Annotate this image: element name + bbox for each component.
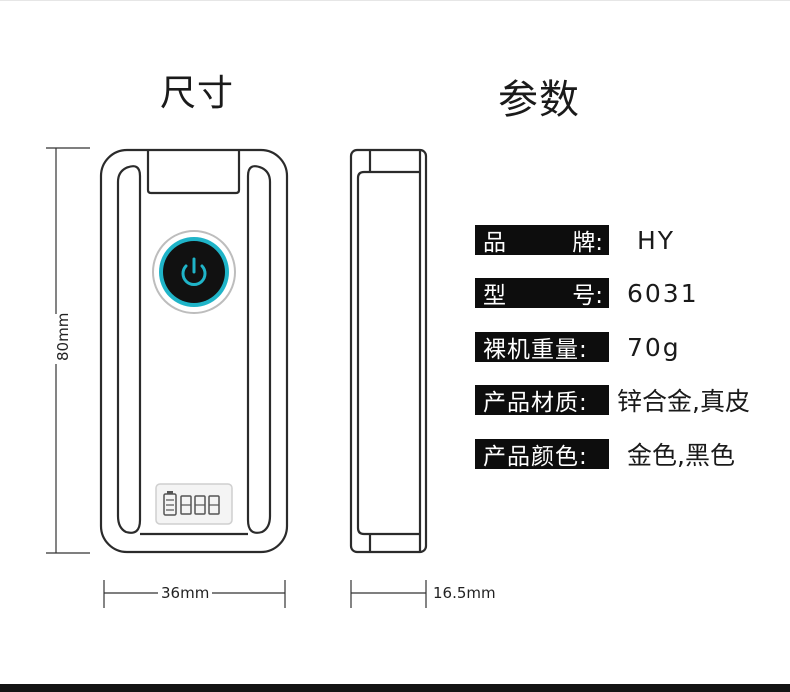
spec-row-color: 产品颜色: 金色,黑色	[475, 438, 735, 470]
spec-label-brand: 品 牌:	[475, 225, 609, 256]
spec-row-weight: 裸机重量: 70g	[475, 331, 681, 363]
power-icon	[181, 257, 207, 286]
spec-label-weight: 裸机重量:	[475, 332, 609, 363]
width-label: 36mm	[158, 584, 213, 602]
size-heading: 尺寸	[160, 73, 235, 114]
device-front-view	[99, 148, 289, 554]
depth-dimension	[350, 580, 427, 608]
power-button[interactable]	[152, 230, 236, 314]
spec-value-brand: HY	[637, 225, 676, 255]
spec-value-material: 锌合金,真皮	[617, 387, 750, 416]
spec-value-model: 6031	[627, 278, 699, 308]
spec-row-model: 型 号: 6031	[475, 277, 699, 309]
spec-label-model: 型 号:	[475, 278, 609, 309]
depth-label: 16.5mm	[430, 584, 499, 602]
top-divider	[0, 0, 790, 1]
params-heading: 参数	[498, 77, 580, 123]
spec-row-material: 产品材质: 锌合金,真皮	[475, 384, 750, 416]
height-label: 80mm	[54, 313, 72, 364]
spec-label-material: 产品材质:	[475, 385, 609, 416]
spec-value-weight: 70g	[627, 332, 681, 362]
spec-row-brand: 品 牌: HY	[475, 224, 675, 256]
spec-value-color: 金色,黑色	[627, 441, 735, 470]
spec-label-color: 产品颜色:	[475, 439, 609, 470]
battery-indicator-icon	[155, 483, 233, 525]
bottom-bar	[0, 684, 790, 692]
device-side-view	[349, 148, 428, 554]
